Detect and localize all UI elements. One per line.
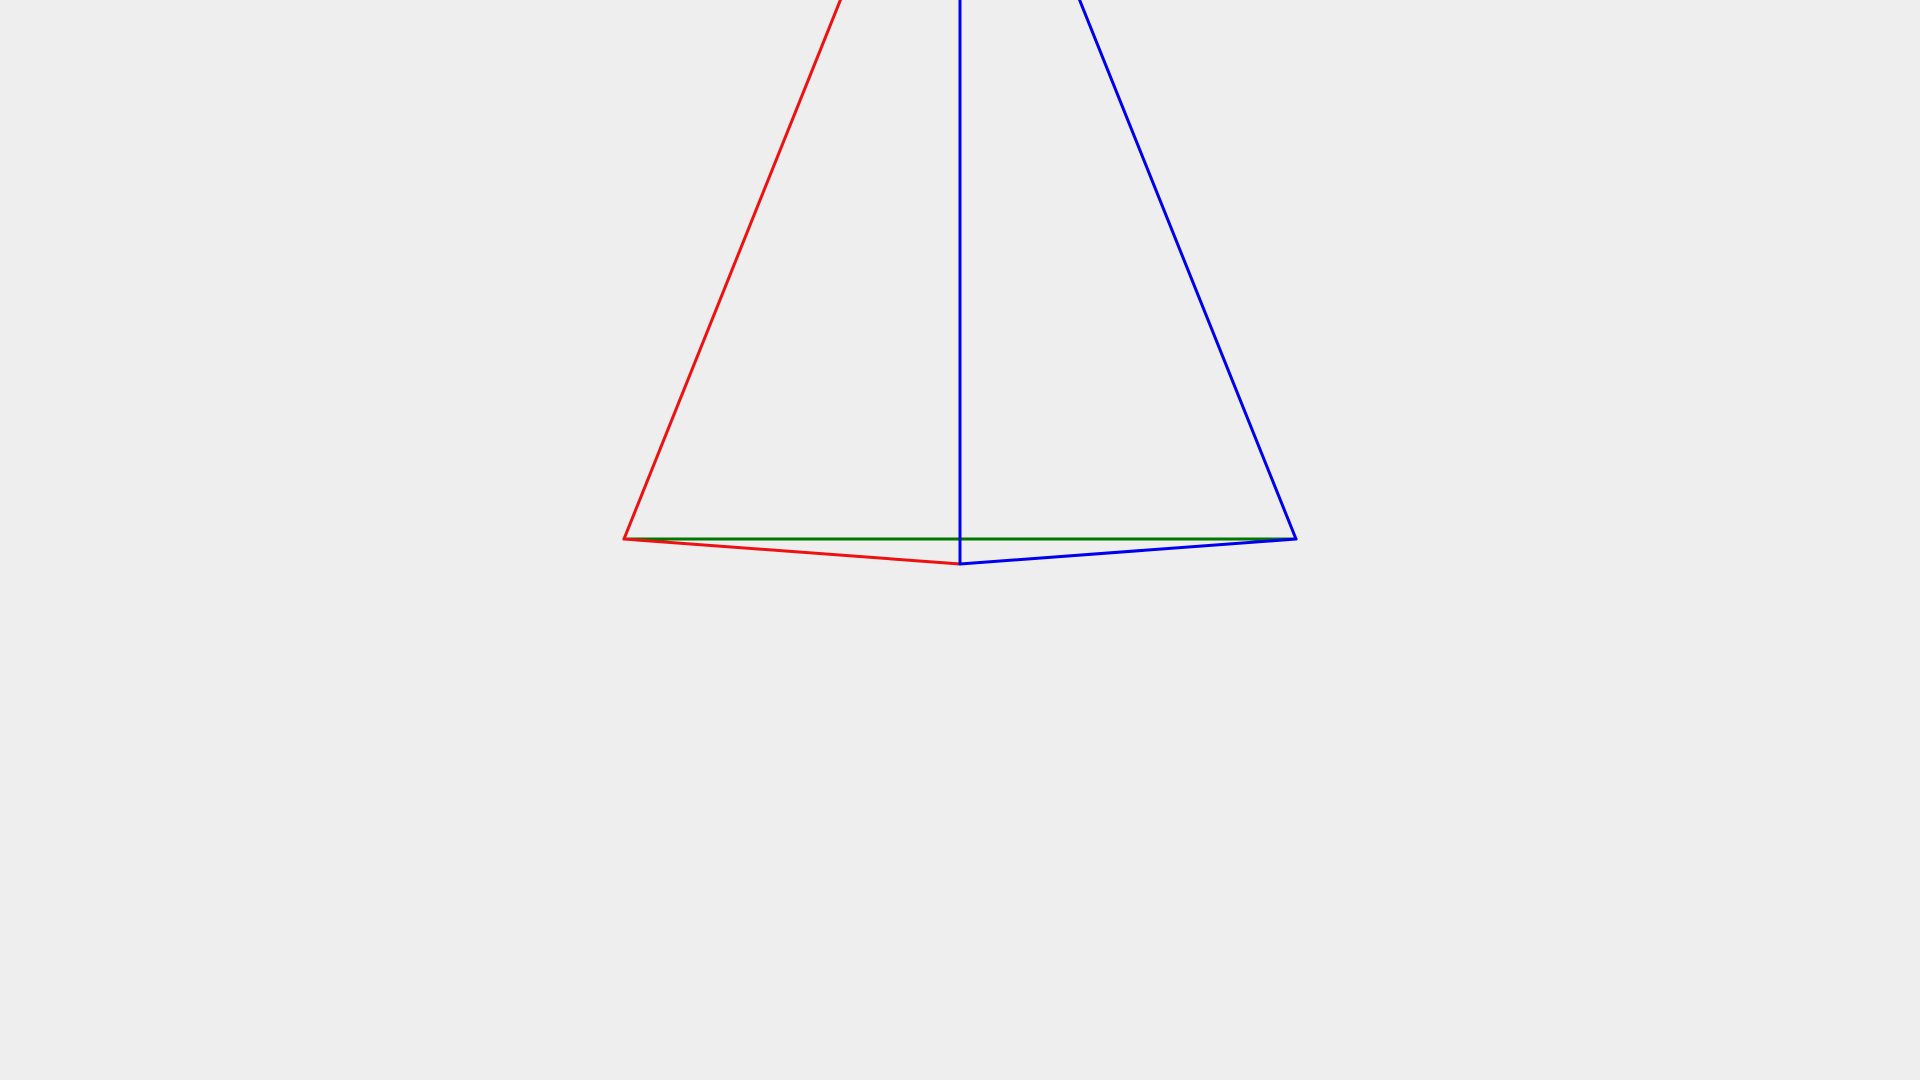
edge-right-slant [1077,0,1298,541]
edge-right-base [958,537,1298,566]
edge-left-slant [622,0,843,541]
edge-left-base [622,537,962,566]
